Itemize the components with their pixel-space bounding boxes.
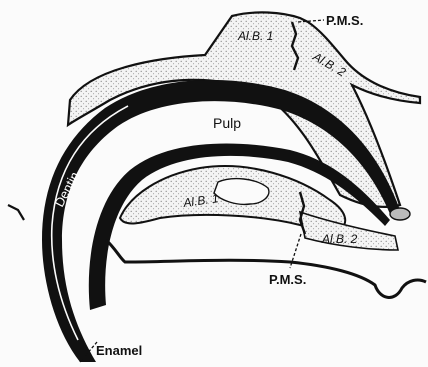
enamel-label: Enamel: [96, 343, 142, 358]
pms-bottom-label: P.M.S.: [269, 272, 306, 287]
alb2-inner-label: Al.B. 2: [321, 232, 358, 246]
pulp-label: Pulp: [213, 115, 241, 131]
tooth-tip: [390, 208, 410, 220]
left-edge-mark: [8, 205, 24, 220]
alb1-top-label: Al.B. 1: [237, 29, 273, 43]
pms-top-label: P.M.S.: [326, 13, 363, 28]
